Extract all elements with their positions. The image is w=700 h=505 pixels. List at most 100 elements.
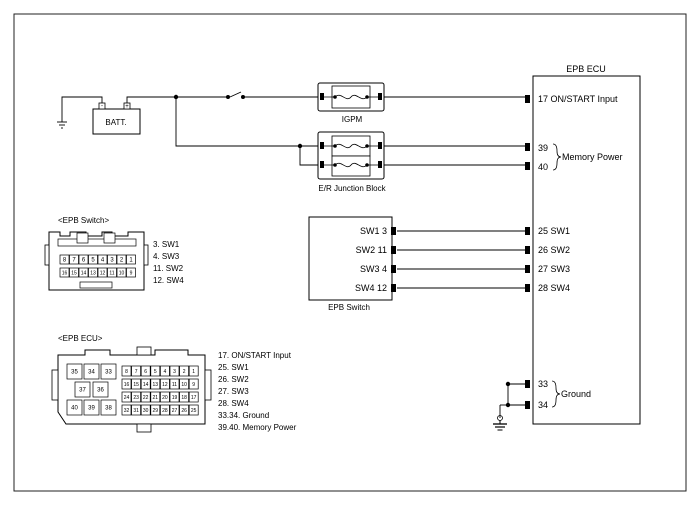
switch-pin-13: 13 [90,271,96,277]
ecu-legend-3: 26. SW2 [218,375,249,384]
ecu-pin-8: 8 [125,369,128,375]
ecu-pin-2-cell [179,365,189,377]
ecu-pin-24-cell [121,391,132,403]
junction-label: E/R Junction Block [318,184,386,193]
switch-pin-11: 11 [109,271,114,277]
ecu-pin-26: 26 [181,408,187,414]
ecu-pin-35: 35 [71,370,78,376]
switch-pin-15: 15 [71,271,77,277]
ecu-pin-label-40: 40 [538,162,548,172]
ecu-pin-11: 11 [172,382,177,388]
junction-fuse-icon-2 [324,162,378,168]
ecu-pin-28-cell [160,404,170,416]
igpm-terminal-out [378,93,382,100]
ecu-pin-12-cell [160,378,170,390]
junction-block: E/R Junction Block [317,131,387,193]
switch-pin-10-cell [116,267,127,278]
ecu-pin-16: 16 [124,382,130,388]
junction-dot-mem [297,143,303,149]
junction-feed-wire-2 [299,146,318,166]
ecu-pin-32-cell [121,404,132,416]
epb-switch-box [308,216,393,301]
ecu-pin-6: 6 [144,369,147,375]
ecu-pin-13-cell [150,378,161,390]
ecu-pin-14-cell [140,378,151,390]
ecu-pin-10-cell [179,378,189,390]
ecu-pin-25 [525,227,530,235]
ecu-legend-7: 39.40. Memory Power [218,423,297,432]
ecu-pin-25-cell [188,404,199,416]
battery-block: BATT. - + [92,102,141,135]
switch-pin-9: 9 [130,271,133,277]
ecu-pin-28 [525,284,530,292]
junction-feed-wire-1 [175,97,318,147]
battery-ground-wire [61,96,103,122]
switch-pin-16: 16 [62,271,68,277]
ecu-pin-35-cell [66,363,83,380]
ecu-pin-11-cell [169,378,180,390]
ecu-pin-7: 7 [135,369,138,375]
switch-pin-6: 6 [82,258,86,264]
switch-connector-key [79,281,113,289]
switch-pin-14-cell [78,267,89,278]
switch-pin-sw2: SW2 11 [356,245,387,255]
ecu-pin-37: 37 [79,388,86,394]
ecu-pin-19-cell [169,391,180,403]
switch-legend-2: 4. SW3 [153,252,180,261]
switch-pin-13-cell [88,267,98,278]
ecu-pin-33: 33 [105,370,112,376]
junction-dot-main [173,94,179,100]
ecu-pin-13: 13 [153,382,159,388]
igpm-fuse-icon [324,94,378,100]
ecu-legend-5: 28. SW4 [218,399,249,408]
ecu-legend-1: 17. ON/START Input [218,351,292,360]
ecu-pin-label-25: 25 SW1 [538,226,570,236]
ecu-pin-27 [525,265,530,273]
ecu-pin-4-cell [160,365,170,377]
switch-pin-sw4: SW4 12 [355,283,387,293]
ecu-legend-6: 33.34. Ground [218,411,269,420]
ecu-pin-27-cell [169,404,180,416]
switch-pin-8: 8 [63,258,67,264]
switch-pin-7-cell [69,254,79,265]
diagram-frame [13,13,687,492]
ecu-pin-38: 38 [105,406,112,412]
ecu-pin-34 [525,401,530,409]
switch-pin-sw3: SW3 4 [360,264,387,274]
switch-pin-12: 12 [100,271,106,277]
ecu-pin-16-cell [121,378,132,390]
ecu-pin-label-39: 39 [538,143,548,153]
ecu-pin-27: 27 [172,408,178,414]
switch-pin-12-cell [97,267,108,278]
ecu-pin-25: 25 [191,408,197,414]
battery-pos-sign: + [125,104,129,110]
ecu-pin-30-cell [140,404,151,416]
switch-legend-3: 11. SW2 [153,264,184,273]
switch-contact-2 [241,95,245,99]
ecu-pin-10: 10 [181,382,187,388]
switch-pin-3-cell [107,254,117,265]
ecu-pin-label-34: 34 [538,400,548,410]
ecu-pin-label-26: 26 SW2 [538,245,570,255]
ecu-pin-24: 24 [124,395,130,401]
switch-pin-7: 7 [72,258,76,264]
ecu-pin-17 [525,95,530,103]
switch-pin-3: 3 [110,258,114,264]
switch-pin-11-cell [107,267,117,278]
switch-contact-1 [226,95,230,99]
ecu-pin-label-17: 17 ON/START Input [538,94,618,104]
ecu-pin-40-cell [66,399,83,416]
ecu-pin-40 [525,162,530,170]
ecu-pin-22: 22 [143,395,149,401]
ignition-switch-blade [229,91,242,98]
ecu-pin-26-cell [179,404,189,416]
ecu-pin-29: 29 [153,408,159,414]
switch-pin-14: 14 [81,271,87,277]
ecu-pin-26 [525,246,530,254]
ecu-pin-20-cell [160,391,170,403]
